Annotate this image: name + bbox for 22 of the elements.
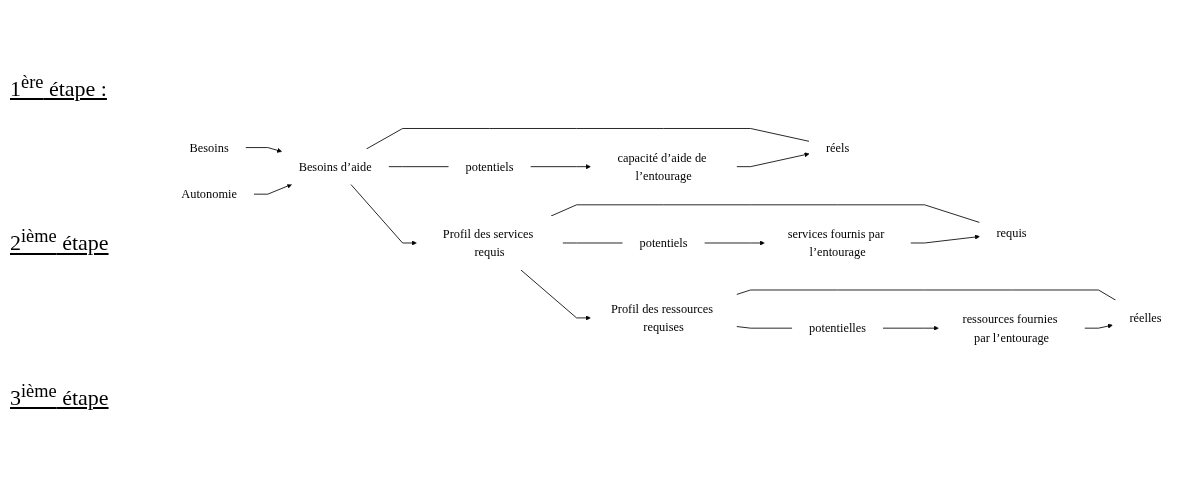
node-text: services fournis par l’entourage: [787, 226, 885, 259]
connector: [388, 165, 450, 167]
node-text: potentiels: [465, 159, 514, 174]
connector: [736, 325, 793, 329]
stage-label: 2$^{ième}$ étape: [10, 226, 110, 257]
node-text: capacité d’aide de l’entourage: [617, 150, 707, 183]
node-text: requis: [996, 225, 1027, 240]
node-text: potentiels: [639, 235, 688, 250]
node-text: Besoins d’aide: [298, 159, 372, 174]
node-text: potentielles: [809, 320, 867, 335]
node-text: Autonomie: [181, 186, 237, 201]
node-text: Besoins: [189, 140, 229, 155]
node-text: Profil des ressources requises: [610, 301, 714, 334]
stage-label: 3$^{ième}$ étape: [10, 380, 110, 411]
node-text: réelles: [1129, 310, 1162, 325]
node-text: réels: [825, 140, 850, 155]
connector: [736, 289, 1117, 301]
node-text: ressources fournies par l’entourage: [962, 311, 1058, 345]
stage-label: 1$^{ère}$ étape :: [10, 72, 108, 103]
connector: [365, 127, 810, 150]
connector: [550, 204, 981, 223]
node-text: Profil des services requis: [442, 226, 534, 259]
